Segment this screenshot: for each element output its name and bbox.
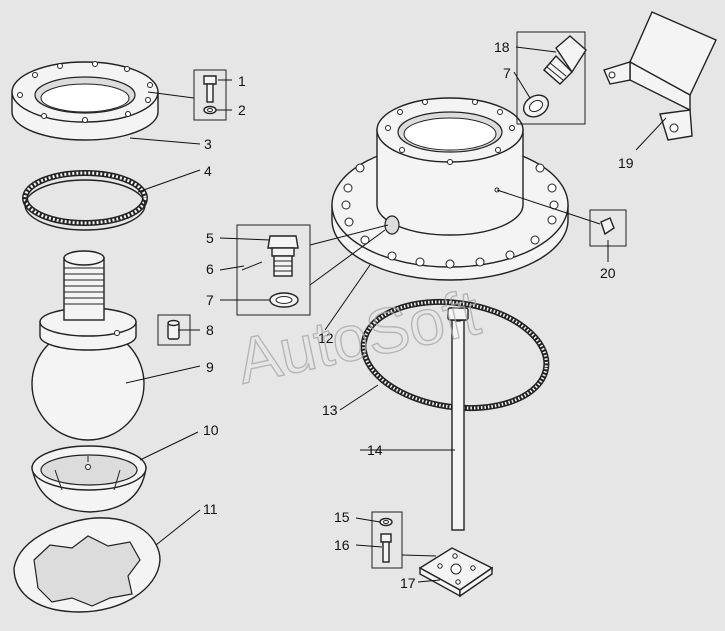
- callout-2: 2: [238, 102, 246, 118]
- watermark: AutoSoft: [231, 276, 486, 398]
- callout-7-left: 7: [206, 292, 214, 308]
- callout-7-top: 7: [503, 65, 511, 81]
- part-11-star-plate: [13, 517, 161, 613]
- housing-12: [331, 97, 569, 281]
- callout-19: 19: [618, 155, 634, 171]
- callout-10: 10: [203, 422, 219, 438]
- part-16-bolt: [380, 533, 392, 563]
- part-14-shaft: [447, 307, 469, 531]
- part-17-plate: [418, 547, 494, 598]
- part-4-split-ring: [22, 170, 148, 231]
- callout-5: 5: [206, 230, 214, 246]
- callout-14: 14: [367, 442, 383, 458]
- callout-1: 1: [238, 73, 246, 89]
- callout-9: 9: [206, 359, 214, 375]
- callout-labels: 1 2 3 4 5 6 7 7 8 9 10 11 12 13 14 15 16…: [203, 39, 634, 591]
- part-13-o-ring: [360, 298, 550, 412]
- callout-8: 8: [206, 322, 214, 338]
- part-15-washer: [371, 511, 403, 569]
- callout-12: 12: [318, 330, 334, 346]
- callout-18: 18: [494, 39, 510, 55]
- part-1-bolt: [193, 69, 227, 121]
- part-7-washer: [269, 292, 299, 308]
- callout-4: 4: [204, 163, 212, 179]
- callout-13: 13: [322, 402, 338, 418]
- part-10-cup-liner: [31, 445, 147, 513]
- callout-17: 17: [400, 575, 416, 591]
- part-19-bracket: [603, 11, 717, 141]
- part-2-washer: [203, 105, 217, 115]
- callout-15: 15: [334, 509, 350, 525]
- part-5-plug: [236, 224, 311, 316]
- leader-lines: [125, 46, 667, 583]
- part-3-flange-ring: [11, 61, 159, 141]
- part-9-ball-stud: [31, 250, 145, 441]
- part-18-breather: [516, 31, 587, 125]
- callout-20: 20: [600, 265, 616, 281]
- part-6-pin: [241, 261, 263, 271]
- callout-11: 11: [203, 501, 218, 517]
- callout-6: 6: [206, 261, 214, 277]
- callout-16: 16: [334, 537, 350, 553]
- callout-3: 3: [204, 136, 212, 152]
- part-7-washer-top: [522, 94, 550, 118]
